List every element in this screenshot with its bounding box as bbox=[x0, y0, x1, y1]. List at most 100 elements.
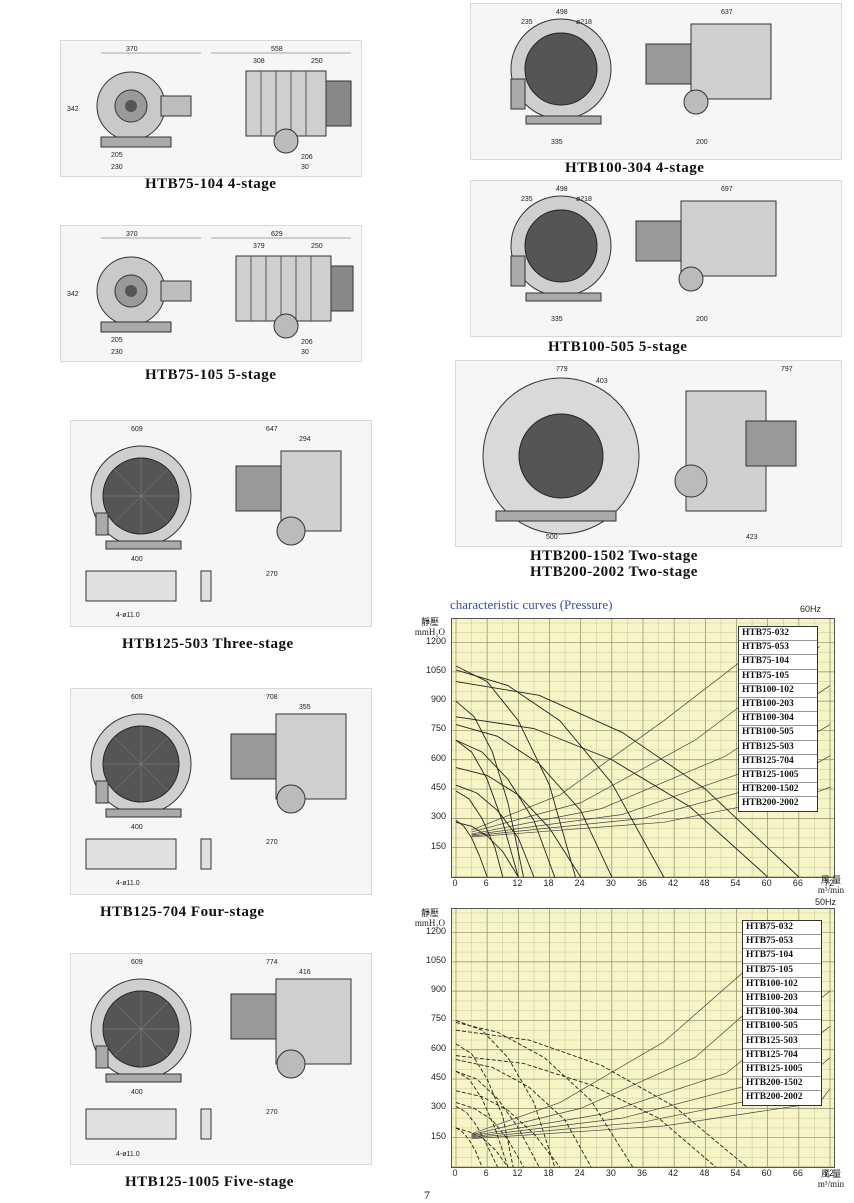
legend-item: HTB100-102 bbox=[739, 684, 817, 699]
legend-item: HTB100-203 bbox=[739, 698, 817, 713]
series-line bbox=[455, 1127, 483, 1168]
y-tick-label: 150 bbox=[430, 1130, 446, 1141]
legend-item: HTB75-105 bbox=[739, 670, 817, 684]
y-tick-label: 450 bbox=[430, 1072, 446, 1083]
y-tick-label: 750 bbox=[430, 1013, 446, 1024]
dim-label: 235 bbox=[521, 196, 533, 203]
x-tick-label: 12 bbox=[512, 878, 523, 888]
dim-label: 609 bbox=[131, 694, 143, 701]
series-line bbox=[455, 1090, 561, 1168]
dim-label: 500 bbox=[546, 534, 558, 541]
x-tick-label: 36 bbox=[636, 1168, 647, 1178]
dim-label: 370 bbox=[126, 46, 138, 53]
dim-label: 423 bbox=[746, 534, 758, 541]
page-number: 7 bbox=[424, 1188, 430, 1202]
series-line bbox=[455, 819, 488, 878]
dim-label: 797 bbox=[781, 366, 793, 373]
x-tick-label: 24 bbox=[574, 1168, 585, 1178]
dim-label: 400 bbox=[131, 556, 143, 563]
x-tick-label: 72 bbox=[823, 1168, 834, 1178]
model-caption: HTB125-1005 Five-stage bbox=[125, 1174, 294, 1190]
model-caption-line2: HTB200-2002 Two-stage bbox=[530, 564, 698, 580]
x-tick-label: 0 bbox=[452, 878, 458, 888]
htb100-304-diagram: 498 235 ø218 637 335 200 bbox=[510, 9, 772, 146]
series-line bbox=[455, 739, 519, 878]
legend-item: HTB100-203 bbox=[743, 992, 821, 1007]
dim-label: 609 bbox=[131, 959, 143, 966]
dim-label: 416 bbox=[299, 969, 311, 976]
x-axis-title: 風 量 bbox=[820, 1169, 842, 1179]
x-tick-label: 0 bbox=[452, 1168, 458, 1178]
system-curve bbox=[471, 1088, 831, 1140]
series-line bbox=[455, 821, 519, 878]
series-line bbox=[455, 1070, 509, 1168]
series-line bbox=[455, 790, 504, 878]
dim-label: 4-ø11.0 bbox=[116, 1151, 140, 1158]
htb100-505-diagram: 498 235 ø218 697 335 200 bbox=[510, 186, 777, 323]
x-tick-label: 12 bbox=[512, 1168, 523, 1178]
model-caption: HTB125-704 Four-stage bbox=[100, 904, 265, 920]
y-tick-label: 300 bbox=[430, 1101, 446, 1112]
drawing-htb75-105: 370 629 379 250 342 205 230 206 30 bbox=[60, 225, 362, 362]
legend-item: HTB75-104 bbox=[743, 949, 821, 964]
x-tick-label: 18 bbox=[543, 878, 554, 888]
model-caption: HTB75-104 4-stage bbox=[145, 176, 277, 192]
y-tick-label: 150 bbox=[430, 840, 446, 851]
drawing-htb75-104: 370 558 308 250 342 205 230 206 30 bbox=[60, 40, 362, 177]
y-tick-label: 1050 bbox=[425, 664, 446, 675]
htb125-503-diagram: 609 647 294 400 270 4-ø11.0 bbox=[85, 426, 342, 619]
legend-item: HTB75-104 bbox=[739, 655, 817, 670]
x-tick-label: 42 bbox=[668, 878, 679, 888]
dim-label: 629 bbox=[271, 231, 283, 238]
legend-item: HTB125-503 bbox=[743, 1035, 821, 1049]
y-axis-label: 靜壓 mmH₂O bbox=[410, 617, 450, 637]
series-line bbox=[455, 724, 613, 878]
series-line bbox=[455, 1029, 748, 1168]
series-line bbox=[455, 700, 524, 878]
y-axis-unit: mmH₂O bbox=[414, 627, 446, 637]
series-line bbox=[455, 1021, 633, 1168]
htb200-diagram: 779 403 797 500 423 bbox=[482, 366, 797, 541]
x-axis-label: 風 量 m³/min bbox=[808, 875, 854, 895]
model-caption: HTB75-105 5-stage bbox=[145, 367, 277, 383]
dim-label: 30 bbox=[301, 164, 309, 171]
series-line bbox=[455, 1102, 524, 1168]
y-tick-label: 1200 bbox=[425, 635, 446, 646]
legend-item: HTB75-032 bbox=[739, 627, 817, 642]
dim-label: 206 bbox=[301, 154, 313, 161]
dim-label: 308 bbox=[253, 58, 265, 65]
legend-item: HTB100-304 bbox=[739, 712, 817, 727]
series-line bbox=[455, 1043, 514, 1168]
htb125-1005-diagram: 609 774 416 400 270 4-ø11.0 bbox=[85, 959, 352, 1158]
y-axis-title: 靜壓 bbox=[420, 908, 439, 918]
model-caption: HTB125-503 Three-stage bbox=[122, 636, 294, 652]
legend-item: HTB125-704 bbox=[739, 755, 817, 770]
series-line bbox=[455, 1055, 717, 1168]
x-tick-label: 60 bbox=[761, 1168, 772, 1178]
dim-label: 355 bbox=[299, 704, 311, 711]
dim-label: ø218 bbox=[576, 19, 592, 26]
dim-label: 779 bbox=[556, 366, 568, 373]
series-line bbox=[455, 681, 800, 878]
dim-label: 342 bbox=[67, 106, 79, 113]
legend-item: HTB75-053 bbox=[739, 641, 817, 656]
legend-item: HTB200-2002 bbox=[746, 1092, 803, 1103]
series-line bbox=[455, 767, 582, 878]
y-tick-label: 600 bbox=[430, 1042, 446, 1053]
x-tick-label: 30 bbox=[605, 1168, 616, 1178]
x-tick-label: 60 bbox=[761, 878, 772, 888]
series-line bbox=[455, 716, 768, 878]
x-tick-label: 48 bbox=[699, 1168, 710, 1178]
dim-label: 558 bbox=[271, 46, 283, 53]
y-tick-label: 900 bbox=[430, 694, 446, 705]
x-tick-label: 36 bbox=[636, 878, 647, 888]
dim-label: 708 bbox=[266, 694, 278, 701]
x-axis-label: 風 量 m³/min bbox=[808, 1169, 854, 1189]
y-tick-label: 1200 bbox=[425, 925, 446, 936]
dim-label: 370 bbox=[126, 231, 138, 238]
dim-label: 400 bbox=[131, 824, 143, 831]
y-axis-unit: mmH₂O bbox=[414, 918, 446, 928]
dim-label: 637 bbox=[721, 9, 733, 16]
model-caption: HTB100-505 5-stage bbox=[548, 339, 688, 355]
system-curve bbox=[471, 932, 789, 1135]
